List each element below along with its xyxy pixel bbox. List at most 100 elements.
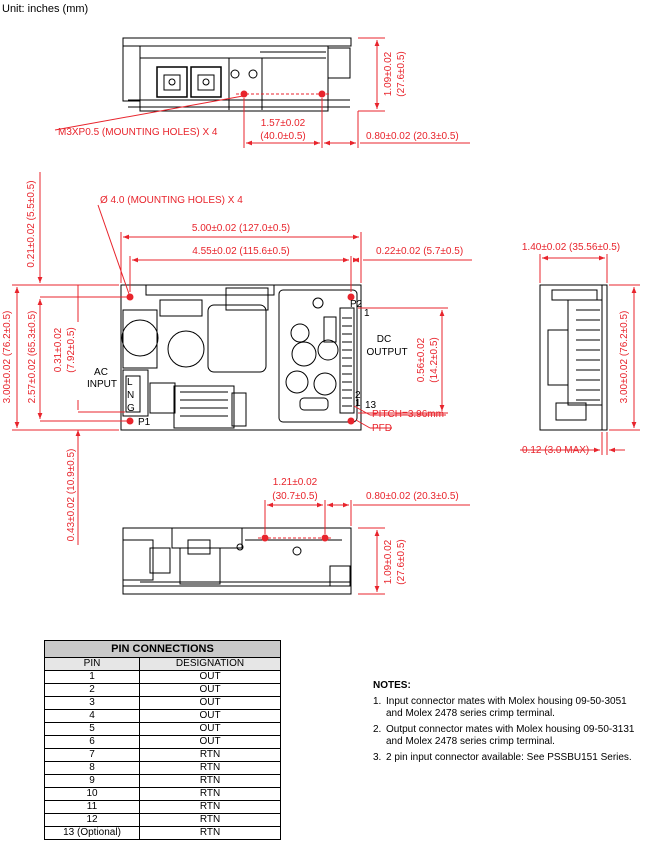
bottom-right-offset: 0.80±0.02 (20.3±0.5) [366,491,459,502]
pin-cell: 2 [44,683,140,697]
bottom-hole-spacing-mm: (30.7±0.5) [272,491,318,502]
note-text: 2 pin input connector available: See PSS… [386,752,632,763]
side-max-thickness: 0.12 (3.0 MAX) [522,445,589,456]
pin-cell: 4 [44,709,140,723]
pin-13-label: 13 [365,400,377,411]
top-mounting-holes-label: M3XP0.5 (MOUNTING HOLES) X 4 [58,127,218,138]
designation-cell: RTN [139,800,281,814]
main-hole-length: 4.55±0.02 (115.6±0.5) [192,246,290,257]
side-height: 3.00±0.02 (76.2±0.5) [619,311,630,404]
designation-cell: RTN [139,774,281,788]
designation-cell: RTN [139,748,281,762]
main-right-offset: 0.22±0.02 (5.7±0.5) [376,246,463,257]
pfd-label: PFD [372,423,392,434]
note-item: 3. 2 pin input connector available: See P… [373,752,643,764]
main-top-offset: 0.21±0.02 (5.5±0.5) [26,180,37,267]
pin-cell: 12 [44,813,140,827]
dc-pitch-span-in: 0.56±0.02 [416,337,427,382]
top-right-offset: 0.80±0.02 (20.3±0.5) [366,131,459,142]
note-number: 2. [373,724,382,735]
bottom-view: 1.21±0.02 (30.7±0.5) 0.80±0.02 (20.3±0.5… [122,477,470,595]
side-width-top: 1.40±0.02 (35.56±0.5) [522,242,620,253]
main-ac-offset-mm: (7.92±0.5) [66,327,77,373]
bottom-height-in: 1.09±0.02 [383,539,394,584]
designation-cell: OUT [139,696,281,710]
note-number: 1. [373,696,382,707]
designation-cell: OUT [139,683,281,697]
pin-cell: 8 [44,761,140,775]
pin-column-header: PIN [44,657,140,671]
note-text: Input connector mates with Molex housing… [386,696,627,719]
pin-cell: 5 [44,722,140,736]
pitch-label: PITCH=3.96mm [372,409,444,420]
designation-cell: RTN [139,787,281,801]
p2-label: P2 [350,299,363,310]
pin-g-label: G [127,403,135,414]
top-height-in: 1.09±0.02 [383,51,394,96]
note-number: 3. [373,752,382,763]
designation-cell: OUT [139,670,281,684]
side-view: 1.40±0.02 (35.56±0.5) 3.00±0.02 (76.2±0.… [520,242,640,456]
top-hole-spacing-in: 1.57±0.02 [261,118,306,129]
pin-table-title: PIN CONNECTIONS [44,640,281,658]
top-hole-spacing-mm: (40.0±0.5) [260,131,306,142]
notes-title: NOTES: [373,680,411,691]
pin-cell: 1 [44,670,140,684]
pin-1-bottom-label: 1 [355,398,361,409]
main-view: 0.21±0.02 (5.5±0.5) Ø 4.0 (MOUNTING HOLE… [2,172,472,545]
pin-cell: 3 [44,696,140,710]
main-length: 5.00±0.02 (127.0±0.5) [192,223,290,234]
notes-block: NOTES: 1. Input connector mates with Mole… [373,680,643,768]
note-item: 2. Output connector mates with Molex hous… [373,724,643,748]
table-row: 13 (Optional)RTN [44,826,281,840]
dc-output-label-1: DC [377,334,391,345]
bottom-hole-spacing-in: 1.21±0.02 [273,477,318,488]
p1-label: P1 [138,417,151,428]
pin-cell: 6 [44,735,140,749]
pin-1-top-label: 1 [364,308,370,319]
main-ac-offset-in: 0.31±0.02 [53,327,64,372]
designation-cell: RTN [139,813,281,827]
dc-output-label-2: OUTPUT [366,347,407,358]
unit-label: Unit: inches (mm) [2,3,89,15]
dc-pitch-span-mm: (14.2±0.5) [429,337,440,383]
ac-input-label-2: INPUT [87,379,117,390]
pin-cell: 7 [44,748,140,762]
designation-cell: RTN [139,761,281,775]
main-bottom-offset: 0.43±0.02 (10.9±0.5) [66,449,77,542]
designation-cell: OUT [139,722,281,736]
pin-l-label: L [127,377,133,388]
pin-cell: 13 (Optional) [44,826,140,840]
main-hole-width: 2.57±0.02 (65.3±0.5) [27,311,38,404]
top-height-mm: (27.6±0.5) [396,51,407,97]
main-mounting-holes-label: Ø 4.0 (MOUNTING HOLES) X 4 [100,195,243,206]
bottom-height-mm: (27.6±0.5) [396,539,407,585]
designation-column-header: DESIGNATION [139,657,281,671]
designation-cell: OUT [139,735,281,749]
pin-n-label: N [127,390,134,401]
note-text: Output connector mates with Molex housin… [386,724,635,747]
designation-cell: OUT [139,709,281,723]
top-view: 1.09±0.02 (27.6±0.5) 1.57±0.02 (40.0±0.5… [54,37,470,148]
pin-cell: 10 [44,787,140,801]
pin-2-label: 2 [355,390,361,401]
designation-cell: RTN [139,826,281,840]
pin-cell: 11 [44,800,140,814]
pin-cell: 9 [44,774,140,788]
ac-input-label-1: AC [94,367,108,378]
note-item: 1. Input connector mates with Molex housi… [373,696,643,720]
